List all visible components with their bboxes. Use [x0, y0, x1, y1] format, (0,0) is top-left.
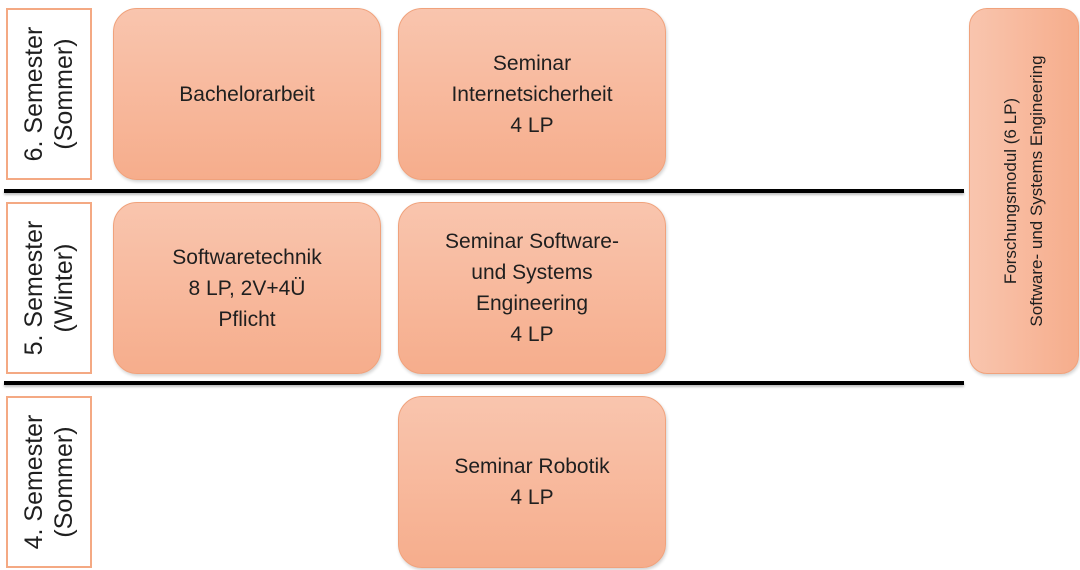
module-internetsicherheit-line1: Seminar — [492, 51, 572, 75]
module-sse-line3: Engineering — [475, 292, 589, 315]
semester-5-label: 5. Semester (Winter) — [19, 221, 79, 356]
forschungsmodul-label: Forschungsmodul (6 LP) Software- und Sys… — [998, 55, 1050, 326]
module-softwaretechnik[interactable]: Softwaretechnik 8 LP, 2V+4Ü Pflicht — [113, 202, 381, 374]
module-softwaretechnik-status: Pflicht — [218, 307, 276, 331]
module-softwaretechnik-title: Softwaretechnik — [172, 245, 322, 269]
semester-5-season: (Winter) — [50, 243, 78, 333]
semester-6-label: 6. Semester (Sommer) — [19, 27, 79, 162]
semester-6-name: 6. Semester — [20, 26, 48, 162]
semester-6-label-box: 6. Semester (Sommer) — [6, 8, 92, 180]
module-seminar-sse[interactable]: Seminar Software- und Systems Engineerin… — [398, 202, 666, 374]
module-robotik-credits: 4 LP — [510, 486, 554, 509]
module-sse-credits: 4 LP — [510, 323, 554, 346]
module-bachelorarbeit[interactable]: Bachelorarbeit — [113, 8, 381, 180]
forschungsmodul-title: Forschungsmodul (6 LP) — [1001, 97, 1020, 285]
module-bachelorarbeit-title: Bachelorarbeit — [179, 82, 315, 106]
divider-6-5 — [4, 189, 964, 193]
semester-4-label: 4. Semester (Sommer) — [19, 415, 79, 550]
module-robotik-title: Seminar Robotik — [454, 455, 610, 478]
module-internetsicherheit-line2: Internetsicherheit — [451, 82, 613, 106]
semester-6-season: (Sommer) — [50, 38, 78, 150]
module-seminar-internetsicherheit[interactable]: Seminar Internetsicherheit 4 LP — [398, 8, 666, 180]
module-softwaretechnik-credits: 8 LP, 2V+4Ü — [188, 276, 306, 300]
divider-5-4 — [4, 381, 964, 385]
module-sse-line2: und Systems — [471, 261, 593, 284]
module-internetsicherheit-credits: 4 LP — [510, 113, 554, 137]
module-forschungsmodul[interactable]: Forschungsmodul (6 LP) Software- und Sys… — [969, 8, 1079, 374]
semester-5-name: 5. Semester — [20, 220, 48, 356]
semester-4-name: 4. Semester — [20, 414, 48, 550]
module-sse-line1: Seminar Software- — [445, 230, 619, 253]
module-seminar-robotik[interactable]: Seminar Robotik 4 LP — [398, 396, 666, 568]
semester-5-label-box: 5. Semester (Winter) — [6, 202, 92, 374]
semester-4-label-box: 4. Semester (Sommer) — [6, 396, 92, 568]
forschungsmodul-subject: Software- und Systems Engineering — [1027, 55, 1046, 327]
semester-4-season: (Sommer) — [50, 426, 78, 538]
